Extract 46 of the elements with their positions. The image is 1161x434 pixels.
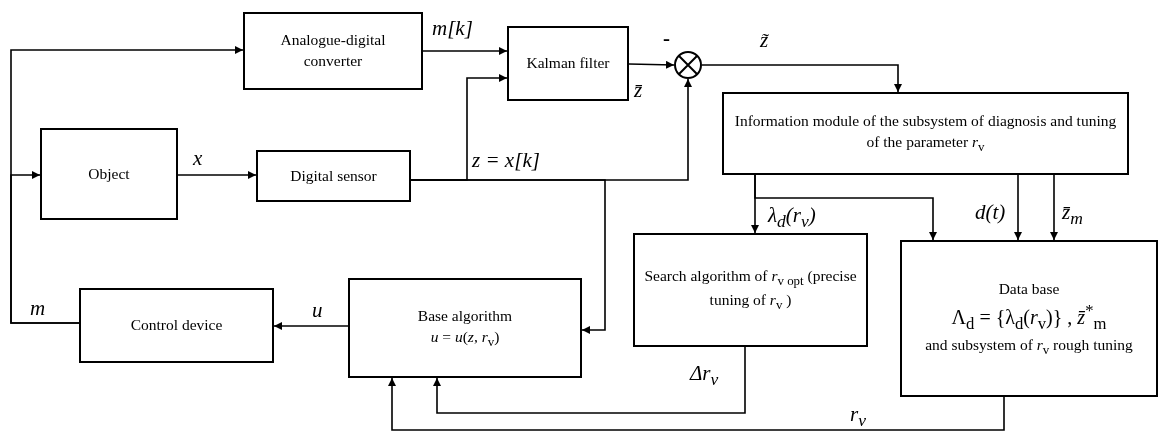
sign-label: -: [663, 28, 670, 49]
edge-label: z̄$_{m}$: [1062, 202, 1083, 228]
box-text: Kalman filter: [526, 53, 610, 74]
box-text: Object: [88, 163, 130, 184]
box-text: Data base: [998, 278, 1060, 299]
algorithm-box: [348, 278, 582, 378]
converter-box: [243, 12, 423, 90]
edge-label: z̃: [760, 30, 769, 51]
edge-label: d(t): [975, 202, 1006, 223]
edge-label: r$_{v}$: [850, 404, 866, 430]
box-text: Analogue-digital converter: [279, 30, 387, 71]
algorithm-box: [633, 233, 868, 347]
edge-label: z = x[k]: [472, 150, 540, 171]
arrow: [273, 322, 349, 330]
edge-label: u: [312, 300, 323, 321]
box-text: Digital sensor: [290, 165, 377, 186]
control-device-box: [79, 288, 274, 363]
sensor-box: [256, 150, 411, 202]
arrow: [628, 60, 675, 69]
arrow: [422, 47, 508, 55]
arrow: [177, 171, 257, 179]
arrow: [701, 64, 902, 93]
edge-label: m[k]: [432, 18, 473, 39]
box-text: Search algorithm of r$_{v opt}$ (precise tuning of r$_{v}$ ): [643, 266, 858, 314]
box-text: Base algorithm: [417, 305, 513, 326]
filter-box: [507, 26, 629, 101]
edge-label: x: [193, 148, 203, 169]
arrow: [754, 174, 937, 241]
arrow: [1050, 174, 1058, 241]
object-box: [40, 128, 178, 220]
summing-junction: [674, 51, 702, 79]
edge-label: m: [30, 298, 46, 319]
box-text: Control device: [130, 315, 223, 336]
edge-label: z̄: [634, 80, 643, 101]
edge-label: λ$_{d}$(r$_{v}$): [768, 205, 816, 231]
arrow: [433, 346, 746, 414]
box-text: u = u(z, r$_{v}$): [430, 326, 500, 351]
arrow: [1014, 174, 1022, 241]
box-text: and subsystem of r$_{v}$ rough tuning: [925, 334, 1133, 359]
database-box: [900, 240, 1158, 397]
module-box: [722, 92, 1129, 175]
arrow: [410, 179, 606, 334]
edge-label: Δr$_{v}$: [690, 363, 719, 389]
arrow: [388, 377, 1005, 431]
box-text: Information module of the subsystem of diagnosis and tuning of the parameter r$_{v}$: [733, 111, 1118, 156]
arrow: [10, 46, 244, 324]
